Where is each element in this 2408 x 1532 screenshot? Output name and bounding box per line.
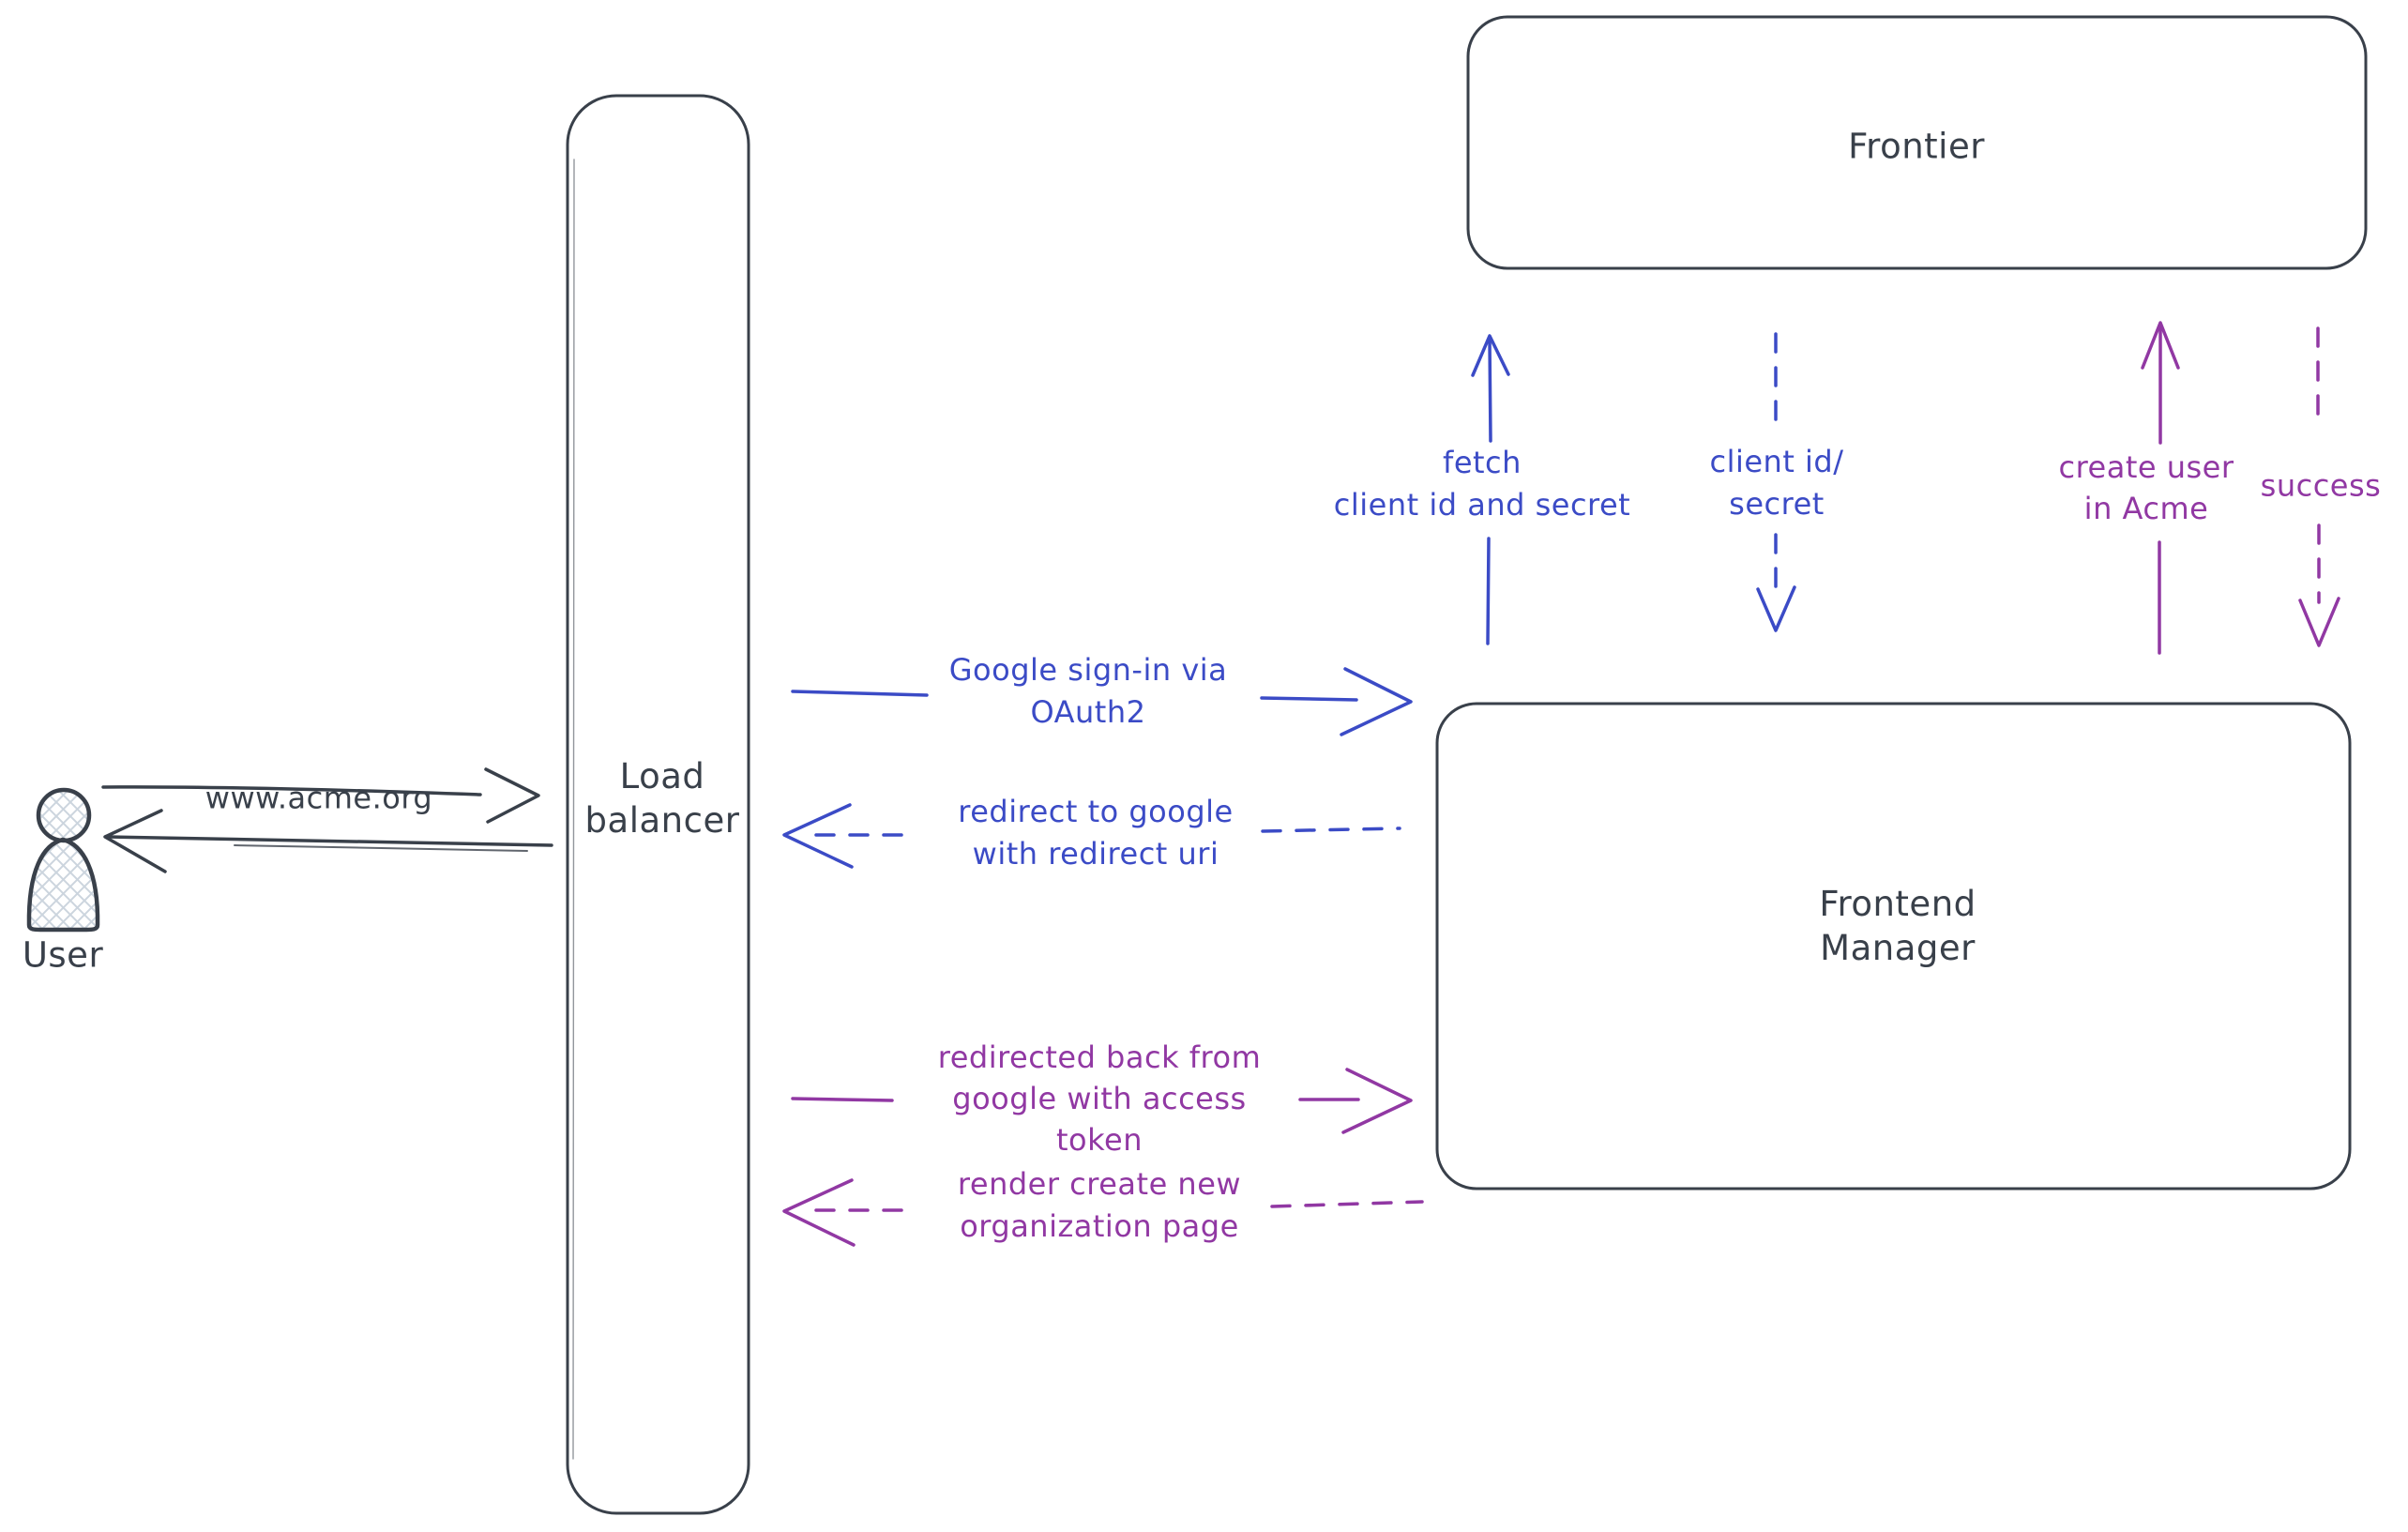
message-redirected-back: redirected back from google with access … bbox=[938, 1037, 1261, 1160]
frontend-manager-box bbox=[1435, 702, 2352, 1191]
arrow-fetch-shaft-bottom bbox=[1486, 537, 1491, 645]
user-icon-head bbox=[36, 787, 92, 843]
load-balancer-label: Load balancer bbox=[585, 754, 740, 842]
arrow-google-signin bbox=[791, 667, 1413, 736]
frontier-box bbox=[1466, 15, 2368, 270]
arrow-return-to-user bbox=[103, 809, 553, 873]
arrow-redirected-back bbox=[791, 1068, 1413, 1134]
arrow-redirected-head bbox=[1341, 1068, 1413, 1134]
arrow-www-acme bbox=[101, 767, 540, 824]
message-redirect-google-line2: with redirect uri bbox=[972, 836, 1219, 872]
message-render-org-page-line2: organization page bbox=[960, 1208, 1239, 1244]
arrow-www-acme-shaft bbox=[101, 785, 482, 796]
arrow-create-user-head bbox=[2141, 321, 2180, 370]
load-balancer-box-sketch-line bbox=[572, 159, 575, 1460]
arrow-redirect-dashes-right bbox=[1261, 827, 1401, 833]
arrow-render-dashes-right bbox=[1270, 1200, 1424, 1208]
message-fetch-client-id-line2: client id and secret bbox=[1333, 487, 1631, 523]
message-render-org-page-line1: render create new bbox=[957, 1166, 1242, 1202]
arrow-google-signin-shaft-right bbox=[1260, 696, 1358, 702]
user-label: User bbox=[22, 934, 104, 976]
arrow-return-head bbox=[103, 809, 167, 873]
user-icon bbox=[26, 787, 100, 933]
arrow-redirect-google bbox=[782, 803, 1401, 869]
message-create-user: create user in Acme bbox=[2058, 447, 2234, 529]
user-icon-body bbox=[26, 837, 100, 933]
load-balancer-label-line2: balancer bbox=[584, 800, 740, 841]
arrow-redirect-head bbox=[782, 803, 854, 869]
arrow-client-id-secret bbox=[1756, 332, 1796, 632]
arrow-render-org-page bbox=[782, 1178, 1424, 1247]
arrow-fetch-head bbox=[1471, 334, 1510, 377]
message-fetch-client-id-line1: fetch bbox=[1443, 445, 1522, 480]
message-redirect-google-line1: redirect to google bbox=[958, 794, 1234, 829]
arrow-www-acme-head bbox=[484, 767, 540, 824]
frontend-manager-label-line2: Manager bbox=[1820, 928, 1976, 968]
message-render-org-page: render create new organization page bbox=[958, 1163, 1241, 1248]
arrow-google-signin-shaft-left bbox=[791, 690, 929, 697]
frontend-manager-label: Frontend Manager bbox=[1819, 882, 1976, 970]
message-client-id-secret-line2: secret bbox=[1729, 486, 1825, 522]
arrow-return-shaft bbox=[107, 835, 553, 847]
message-www-acme: www.acme.org bbox=[204, 780, 433, 816]
arrow-google-signin-head bbox=[1340, 667, 1413, 736]
message-fetch-client-id: fetch client id and secret bbox=[1334, 442, 1630, 526]
arrow-render-head bbox=[782, 1178, 856, 1247]
message-google-signin-line1: Google sign-in via bbox=[948, 652, 1228, 688]
arrow-return-sketch-line bbox=[234, 844, 528, 852]
message-client-id-secret-line1: client id/ bbox=[1709, 444, 1844, 479]
message-redirect-google: redirect to google with redirect uri bbox=[958, 791, 1233, 875]
message-redirected-back-line3: token bbox=[1056, 1122, 1143, 1158]
arrow-client-id-head bbox=[1756, 585, 1796, 632]
message-redirected-back-line2: google with access bbox=[952, 1081, 1247, 1116]
load-balancer-box bbox=[566, 94, 750, 1515]
message-success: success bbox=[2260, 467, 2382, 504]
message-google-signin-line2: OAuth2 bbox=[1030, 694, 1146, 730]
arrow-fetch-client-id bbox=[1471, 334, 1510, 645]
arrow-create-user bbox=[2141, 321, 2180, 655]
arrow-redirected-shaft-left bbox=[791, 1097, 894, 1102]
message-create-user-line1: create user bbox=[2058, 449, 2234, 485]
load-balancer-label-line1: Load bbox=[619, 756, 705, 796]
frontend-manager-label-line1: Frontend bbox=[1819, 884, 1976, 924]
frontier-label: Frontier bbox=[1848, 126, 1985, 167]
message-client-id-secret: client id/ secret bbox=[1709, 441, 1843, 525]
message-redirected-back-line1: redirected back from bbox=[937, 1039, 1262, 1075]
message-google-signin: Google sign-in via OAuth2 bbox=[949, 649, 1228, 734]
message-create-user-line2: in Acme bbox=[2083, 491, 2209, 526]
arrow-success-head bbox=[2298, 597, 2340, 647]
arrow-fetch-shaft-top bbox=[1488, 338, 1492, 443]
arrow-success bbox=[2298, 326, 2340, 647]
